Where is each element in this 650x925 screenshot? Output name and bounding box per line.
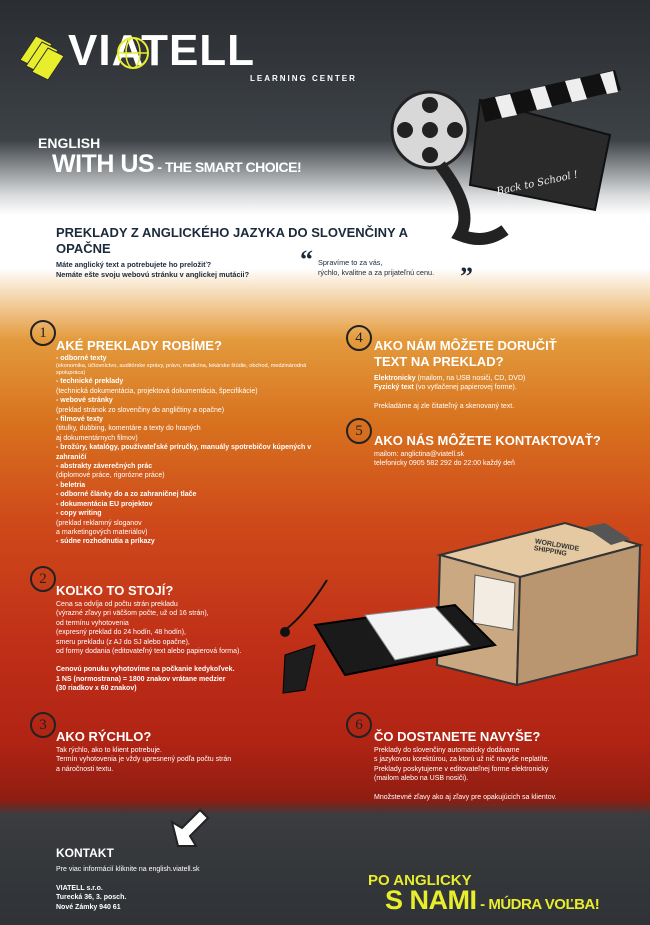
section2-bold-line: Cenovú ponuku vyhotovíme na počkanie ked… bbox=[56, 666, 235, 674]
section1-list-item: (preklad reklamný sloganov bbox=[56, 519, 142, 527]
section1-list-item: (technická dokumentácia, projektová doku… bbox=[56, 387, 258, 395]
arrow-down-left-icon bbox=[170, 808, 210, 847]
section4-text-line: (mailom, na USB nosiči, CD, DVD) bbox=[415, 375, 526, 382]
section1-list-item: aj dokumentárnych filmov) bbox=[56, 434, 138, 442]
section2-bold-line: (30 riadkov x 60 znakov) bbox=[56, 685, 137, 693]
tagline-rest: - THE SMART CHOICE! bbox=[154, 159, 302, 175]
section1-list-item: (preklad stránok zo slovenčiny do anglič… bbox=[56, 406, 225, 414]
section1-list-item: - copy writing bbox=[56, 510, 102, 518]
section1-list-item: - dokumentácia EU projektov bbox=[56, 500, 153, 508]
section4-bold: Elektronicky bbox=[374, 375, 416, 382]
intro-text: Máte anglický text a potrebujete ho prel… bbox=[56, 260, 306, 280]
section4-title-line: TEXT NA PREKLAD? bbox=[374, 354, 504, 369]
intro-title: PREKLADY Z ANGLICKÉHO JAZYKA DO SLOVENČI… bbox=[56, 225, 408, 256]
quote-line: Spravíme to za vás, bbox=[318, 258, 383, 267]
section4-title-line: AKO NÁM MÔŽETE DORUČIŤ bbox=[374, 338, 557, 353]
section4-text-line: Prekladáme aj zle čitateľný a skenovaný … bbox=[374, 402, 515, 410]
section2-text-line: od formy dodania (editovateľný text aleb… bbox=[56, 648, 242, 656]
tagline-line1: ENGLISH bbox=[38, 135, 101, 151]
contact-address: VIATELL s.r.o. Turecká 36, 3. posch. Nov… bbox=[56, 884, 126, 912]
contact-title: KONTAKT bbox=[56, 846, 114, 860]
slogan-big: S NAMI bbox=[385, 885, 477, 915]
quote-close-icon: ” bbox=[460, 262, 473, 291]
film-reel-clapperboard-illustration bbox=[390, 70, 621, 245]
section4-bold: Fyzický text bbox=[374, 384, 414, 392]
contact-phone[interactable]: telefonicky 0905 582 292 do 22:00 každý … bbox=[374, 460, 515, 468]
address-line: Nové Zámky 940 61 bbox=[56, 903, 121, 911]
section1-list-item: - odborné texty bbox=[56, 355, 107, 362]
section2-text-line: Cena sa odvíja od počtu strán prekladu bbox=[56, 601, 178, 608]
section1-list-item: - beletria bbox=[56, 481, 86, 489]
section1-list-item: a marketingových materiálov) bbox=[56, 528, 148, 536]
section6-text-line: (mailom alebo na USB nosiči). bbox=[374, 775, 469, 783]
intro-quote: Spravíme to za vás, rýchlo, kvalitne a z… bbox=[318, 258, 468, 278]
section3-text-line: a náročnosti textu. bbox=[56, 765, 114, 773]
section3-title: AKO RÝCHLO? bbox=[56, 729, 152, 744]
slogan-line2: S NAMI - MÚDRA VOĽBA! bbox=[385, 885, 600, 916]
section4-title: AKO NÁM MÔŽETE DORUČIŤ TEXT NA PREKLAD? bbox=[374, 338, 557, 370]
logo-subtitle: LEARNING CENTER bbox=[250, 74, 357, 83]
section2-text-line: od termínu vyhotovenia bbox=[56, 619, 129, 627]
section2-text-line: smeru prekladu (z AJ do SJ alebo opačne)… bbox=[56, 638, 190, 646]
section-number: 5 bbox=[346, 418, 372, 444]
section1-list: - odborné texty(ekonomika, účtovníctvo, … bbox=[56, 354, 326, 547]
logo-book-icon bbox=[19, 35, 65, 81]
section3-text-line: Termín vyhotovenia je vždy upresnený pod… bbox=[56, 756, 232, 764]
section4-text-line: (vo vytlačenej papierovej forme). bbox=[413, 384, 517, 392]
tagline-big: WITH US bbox=[52, 150, 155, 178]
section1-list-item: - odborné články do a zo zahraničnej tla… bbox=[56, 491, 197, 499]
quote-line: rýchlo, kvalitne a za prijateľnú cenu. bbox=[318, 268, 435, 277]
section1-list-item: - filmové texty bbox=[56, 416, 104, 424]
section3-text: Tak rýchlo, ako to klient potrebuje. Term… bbox=[56, 746, 326, 774]
section6-text-line: Preklady poskytujeme v editovateľnej for… bbox=[374, 765, 549, 773]
section1-list-item: - súdne rozhodnutia a príkazy bbox=[56, 538, 155, 546]
section5-text: mailom: anglictina@viatell.sk telefonick… bbox=[374, 450, 634, 469]
contact-email[interactable]: mailom: anglictina@viatell.sk bbox=[374, 451, 464, 458]
section-number: 3 bbox=[30, 712, 56, 738]
section1-list-item: - technické preklady bbox=[56, 378, 124, 386]
section6-text-line: Preklady do slovenčiny automaticky dodáv… bbox=[374, 747, 520, 754]
section-number: 1 bbox=[30, 320, 56, 346]
section2-bold-line: 1 NS (normostrana) = 1800 znakov vrátane… bbox=[56, 675, 226, 683]
quote-open-icon: “ bbox=[300, 245, 313, 274]
section3-text-line: Tak rýchlo, ako to klient potrebuje. bbox=[56, 747, 162, 754]
section4-text: Elektronicky (mailom, na USB nosiči, CD,… bbox=[374, 374, 634, 411]
intro-text-line: Nemáte ešte svoju webovú stránku v angli… bbox=[56, 270, 250, 279]
section1-list-item: (diplomové práce, rigorózne práce) bbox=[56, 472, 165, 480]
slogan-rest: - MÚDRA VOĽBA! bbox=[476, 896, 600, 913]
section1-list-item: (ekonomika, účtovníctvo, auditórske sprá… bbox=[56, 363, 307, 377]
section6-text: Preklady do slovenčiny automaticky dodáv… bbox=[374, 746, 634, 802]
tagline-line2: WITH US - THE SMART CHOICE! bbox=[52, 150, 302, 179]
section6-title: ČO DOSTANETE NAVYŠE? bbox=[374, 729, 541, 744]
section1-list-item: - webové stránky bbox=[56, 397, 113, 405]
shipping-box-laptop-illustration bbox=[280, 521, 644, 694]
logo-text: VIATELL bbox=[68, 26, 256, 75]
section2-text: Cena sa odvíja od počtu strán prekladu (v… bbox=[56, 600, 316, 694]
address-line: VIATELL s.r.o. bbox=[56, 885, 103, 892]
section-number: 2 bbox=[30, 566, 56, 592]
section2-text-line: (expresný preklad do 24 hodín, 48 hodín)… bbox=[56, 629, 186, 637]
section6-text-line: Množstevné zľavy ako aj zľavy pre opakuj… bbox=[374, 793, 557, 801]
section1-title: AKÉ PREKLADY ROBÍME? bbox=[56, 338, 222, 353]
address-line: Turecká 36, 3. posch. bbox=[56, 894, 127, 902]
globe-icon bbox=[117, 37, 149, 69]
slogan-line1: PO ANGLICKY bbox=[368, 872, 472, 889]
section1-list-item: (titulky, dubbing, komentáre a texty do … bbox=[56, 425, 201, 433]
contact-info-link[interactable]: Pre viac informácií kliknite na english.… bbox=[56, 866, 200, 873]
section2-title: KOĽKO TO STOJÍ? bbox=[56, 583, 174, 598]
section-number: 4 bbox=[346, 325, 372, 351]
section1-list-item: - abstrakty záverečných prác bbox=[56, 463, 153, 471]
section-number: 6 bbox=[346, 712, 372, 738]
section5-title: AKO NÁS MÔŽETE KONTAKTOVAŤ? bbox=[374, 433, 601, 448]
section1-list-item: - brožúry, katalógy, používateľské príru… bbox=[56, 444, 312, 461]
intro-text-line: Máte anglický text a potrebujete ho prel… bbox=[56, 260, 212, 269]
section6-text-line: s jazykovou korektúrou, za ktorú už nič … bbox=[374, 756, 550, 764]
section2-text-line: (výrazné zľavy pri väčšom počte, už od 1… bbox=[56, 610, 209, 618]
